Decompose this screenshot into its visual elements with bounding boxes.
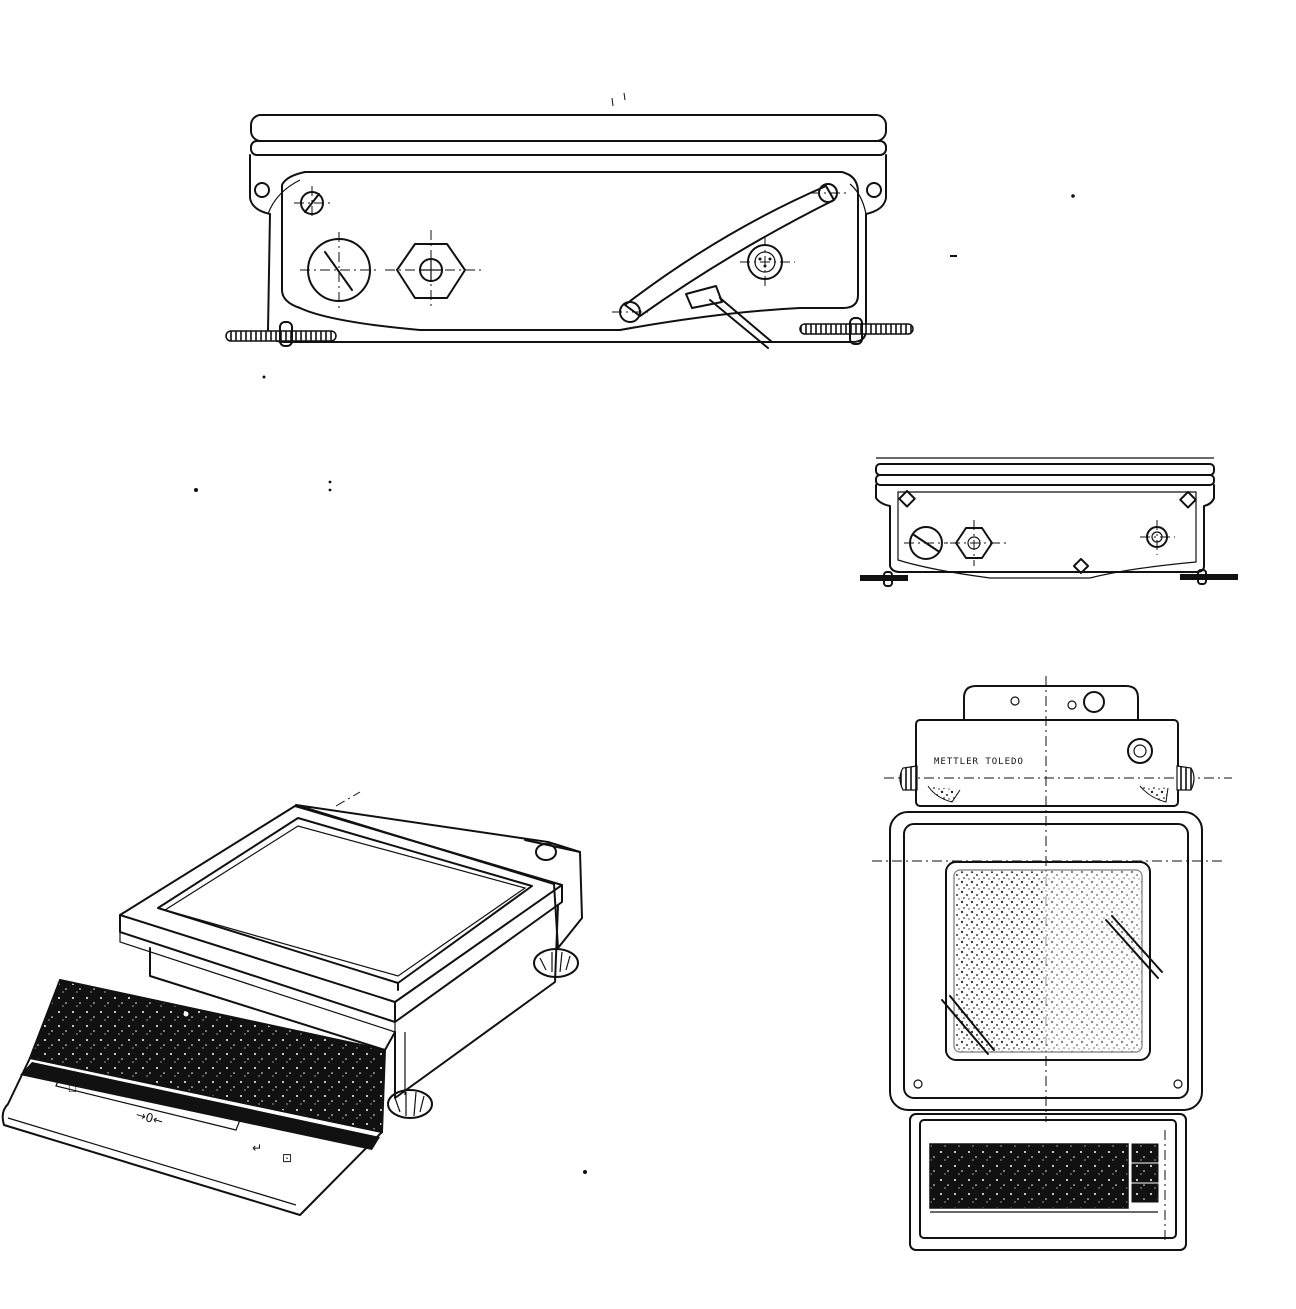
weighing-pan [945, 861, 1151, 1061]
display-terminal: →0← ↵ ⊡ ☐ [1, 978, 387, 1216]
power-connector-icon [300, 232, 380, 308]
data-port-icon [740, 236, 795, 290]
leveling-foot-right [799, 317, 914, 345]
display-screen [929, 1143, 1129, 1209]
screw-icon [1179, 490, 1197, 509]
support-strap [612, 183, 846, 349]
weighing-pan [250, 114, 887, 142]
screw-icon [1072, 557, 1090, 575]
data-port-icon [1140, 520, 1175, 555]
top-view: METTLER TOLEDO [872, 676, 1232, 1251]
brand-label: METTLER TOLEDO [934, 757, 1024, 767]
hex-connector-icon [385, 230, 485, 310]
svg-text:☐: ☐ [68, 1084, 77, 1095]
rear-view-large [225, 92, 1075, 379]
rear-panel [281, 171, 859, 331]
pan-support [250, 140, 887, 156]
leveling-foot-left [225, 321, 337, 347]
screw-icon [898, 489, 916, 508]
leveling-foot-front [387, 1089, 433, 1119]
leveling-foot-right [533, 948, 579, 978]
power-connector-icon [904, 526, 948, 560]
hex-connector-icon [950, 520, 1006, 566]
rear-view-small [860, 457, 1238, 587]
perspective-view: →0← ↵ ⊡ ☐ [1, 791, 583, 1216]
housing-outline [249, 154, 887, 343]
screw-icon [294, 186, 330, 220]
svg-text:↵: ↵ [252, 1141, 262, 1155]
svg-text:⊡: ⊡ [282, 1151, 292, 1165]
svg-text:→0←: →0← [134, 1107, 165, 1128]
